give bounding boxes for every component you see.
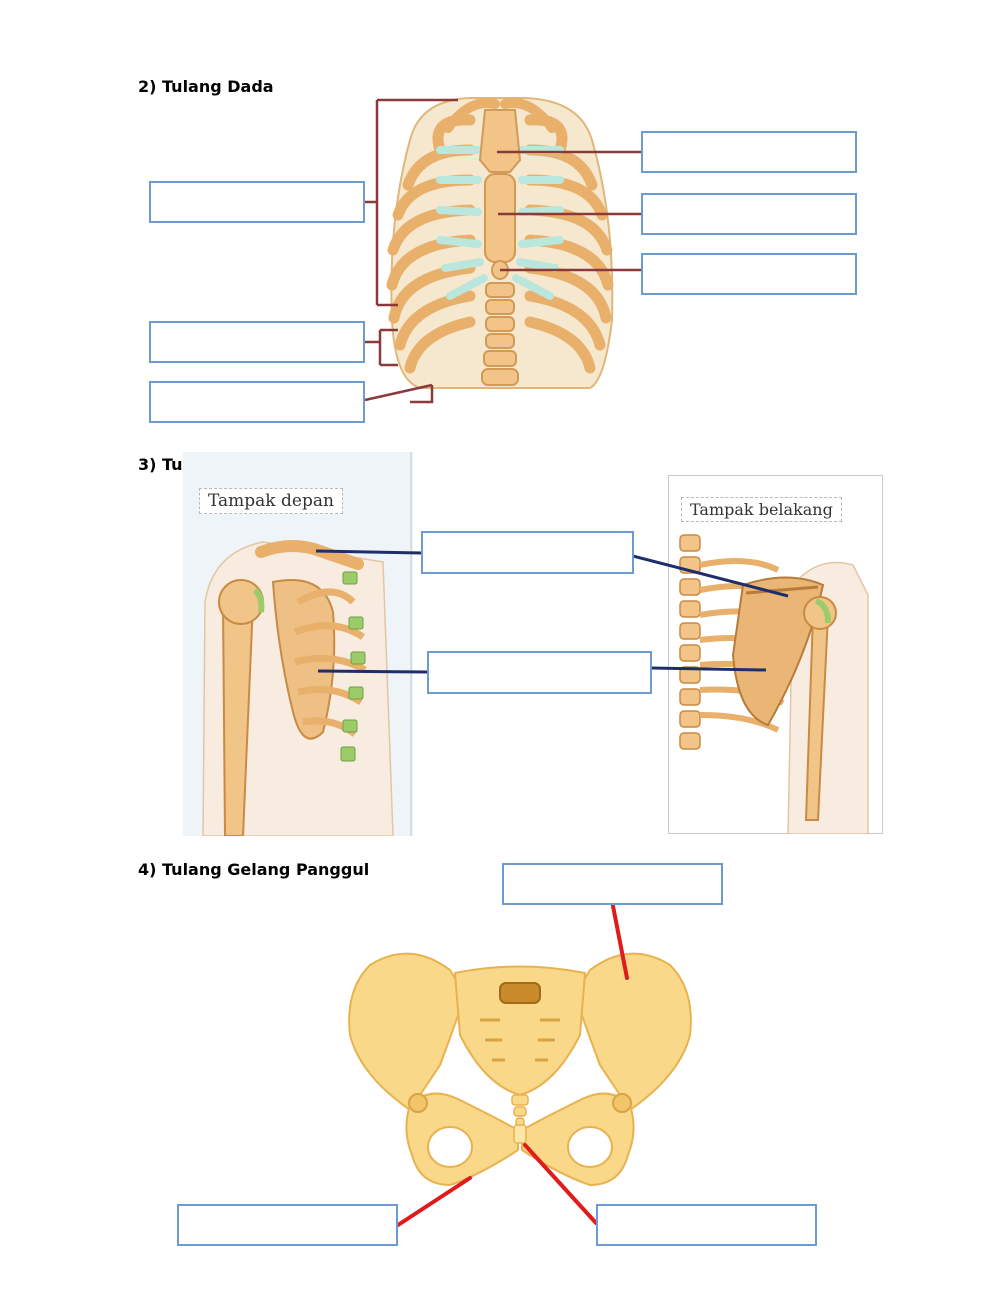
answer-box-shoulder-clavicle[interactable] [421, 531, 634, 574]
shoulder-front-figure [183, 452, 413, 836]
rib-cage-illustration [386, 97, 614, 389]
answer-box-chest-floating-ribs[interactable] [149, 381, 365, 423]
answer-box-pelvis-ischium[interactable] [177, 1204, 398, 1246]
answer-box-pelvis-pubis[interactable] [596, 1204, 817, 1246]
shoulder-leader-lines [315, 549, 789, 674]
view-label-front: Tampak depan [199, 488, 343, 514]
pelvis-leader-lines [396, 904, 629, 1227]
answer-box-chest-false-ribs[interactable] [149, 321, 365, 363]
answer-box-chest-ribs[interactable] [149, 181, 365, 223]
answer-box-chest-xiphoid[interactable] [641, 253, 857, 295]
answer-box-pelvis-ilium[interactable] [502, 863, 723, 905]
answer-box-shoulder-scapula[interactable] [427, 651, 652, 694]
rib-cage-figure [364, 97, 642, 404]
shoulder-back-figure [668, 475, 883, 834]
section-title-chest: 2) Tulang Dada [138, 77, 274, 96]
chest-leader-lines [364, 98, 642, 404]
answer-box-chest-sternum-body[interactable] [641, 193, 857, 235]
pelvis-figure [348, 952, 692, 1187]
view-label-back: Tampak belakang [681, 497, 842, 522]
section-title-pelvis: 4) Tulang Gelang Panggul [138, 860, 370, 879]
answer-box-chest-manubrium[interactable] [641, 131, 857, 173]
